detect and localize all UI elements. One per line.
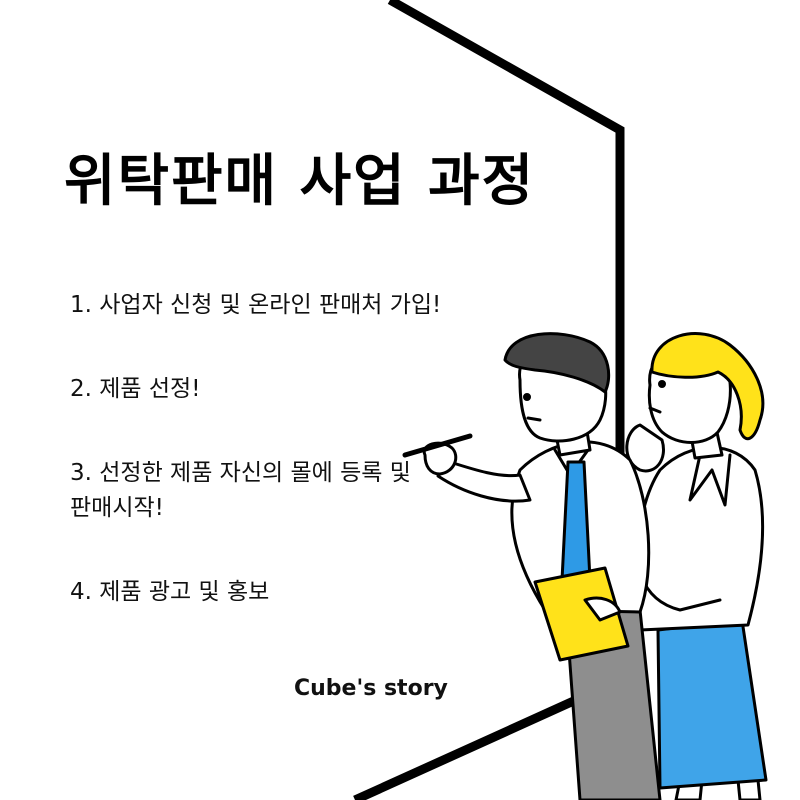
two-colleagues-discussing-illustration	[402, 332, 768, 800]
step-2: 2. 제품 선정!	[70, 376, 201, 402]
step-1: 1. 사업자 신청 및 온라인 판매처 가입!	[70, 292, 442, 318]
brand-label: Cube's story	[294, 676, 448, 701]
step-3: 3. 선정한 제품 자신의 몰에 등록 및 판매시작!	[70, 460, 411, 521]
process-steps: 1. 사업자 신청 및 온라인 판매처 가입! 2. 제품 선정! 3. 선정한…	[70, 288, 460, 659]
page-title: 위탁판매 사업 과정	[64, 149, 536, 214]
step-4: 4. 제품 광고 및 홍보	[70, 579, 270, 605]
